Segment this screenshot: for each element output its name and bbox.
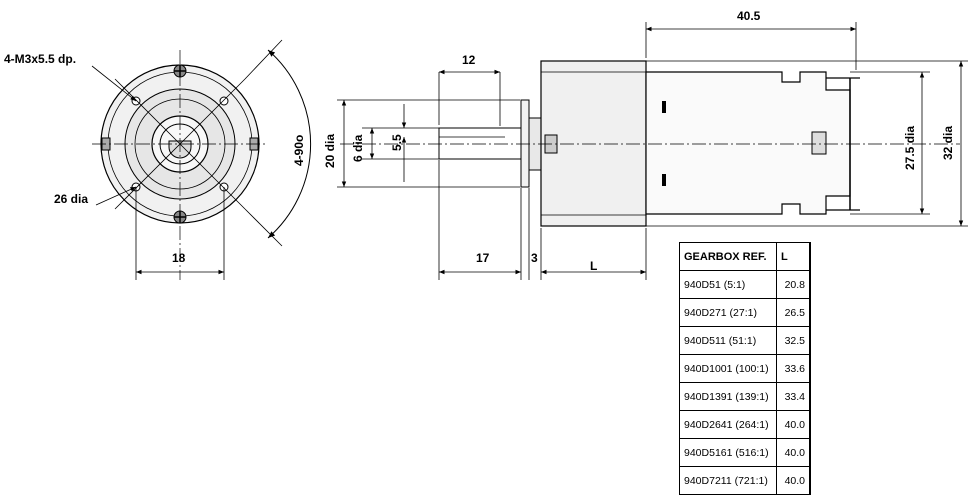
gearbox-ref: 940D511 (51:1) bbox=[679, 326, 777, 355]
flange-thk-dim: 3 bbox=[531, 251, 538, 265]
motor-dia-outer-dim: 32 dia bbox=[941, 126, 955, 160]
flange-dia-dim: 20 dia bbox=[323, 134, 337, 168]
shaft-dia-dim: 6 dia bbox=[351, 134, 365, 162]
table-row: 940D1001 (100:1)33.6 bbox=[679, 354, 811, 383]
output-shaft bbox=[438, 127, 522, 160]
motor-len-dim: 40.5 bbox=[737, 9, 761, 23]
front-width-dim: 18 bbox=[172, 251, 186, 265]
gearbox-ref: 940D1391 (139:1) bbox=[679, 382, 777, 411]
angle-arc bbox=[267, 49, 312, 239]
flat-dim: 5.5 bbox=[390, 134, 404, 151]
gearbox-l: 26.5 bbox=[776, 298, 811, 327]
gearbox-ref: 940D1001 (100:1) bbox=[679, 354, 777, 383]
header-l: L bbox=[776, 242, 811, 271]
gearbox-l: 40.0 bbox=[776, 410, 811, 439]
front-view bbox=[91, 39, 312, 280]
motor-dia-inner-dim: 27.5 dia bbox=[903, 126, 917, 170]
table-row: 940D2641 (264:1)40.0 bbox=[679, 410, 811, 439]
gearbox-body bbox=[540, 60, 647, 227]
gearbox-flange bbox=[520, 99, 530, 188]
gearbox-ref: 940D271 (27:1) bbox=[679, 298, 777, 327]
table-header-row: GEARBOX REF. L bbox=[679, 242, 811, 271]
table-row: 940D271 (27:1)26.5 bbox=[679, 298, 811, 327]
header-gearbox-ref: GEARBOX REF. bbox=[679, 242, 777, 271]
table-row: 940D5161 (516:1)40.0 bbox=[679, 438, 811, 467]
gearbox-len-dim: L bbox=[590, 259, 597, 273]
side-view bbox=[337, 22, 968, 280]
gearbox-l: 33.6 bbox=[776, 354, 811, 383]
gearbox-l: 40.0 bbox=[776, 438, 811, 467]
gearbox-table: GEARBOX REF. L 940D51 (5:1)20.8 940D271 … bbox=[679, 242, 811, 495]
angle-label: 4-90o bbox=[292, 135, 306, 166]
thread-label: 4-M3x5.5 dp. bbox=[4, 52, 76, 66]
table-row: 940D7211 (721:1)40.0 bbox=[679, 466, 811, 495]
shaft-ext-dim: 17 bbox=[476, 251, 490, 265]
gearbox-ref: 940D51 (5:1) bbox=[679, 270, 777, 299]
shaft-length-dim: 12 bbox=[462, 53, 476, 67]
gearbox-l: 33.4 bbox=[776, 382, 811, 411]
gearbox-l: 20.8 bbox=[776, 270, 811, 299]
table-row: 940D511 (51:1)32.5 bbox=[679, 326, 811, 355]
gearbox-ref: 940D7211 (721:1) bbox=[679, 466, 777, 495]
table-row: 940D1391 (139:1)33.4 bbox=[679, 382, 811, 411]
gearbox-ref: 940D2641 (264:1) bbox=[679, 410, 777, 439]
gearbox-l: 32.5 bbox=[776, 326, 811, 355]
gearbox-ref: 940D5161 (516:1) bbox=[679, 438, 777, 467]
gearbox-l: 40.0 bbox=[776, 466, 811, 495]
pcd-label: 26 dia bbox=[54, 192, 88, 206]
table-row: 940D51 (5:1)20.8 bbox=[679, 270, 811, 299]
